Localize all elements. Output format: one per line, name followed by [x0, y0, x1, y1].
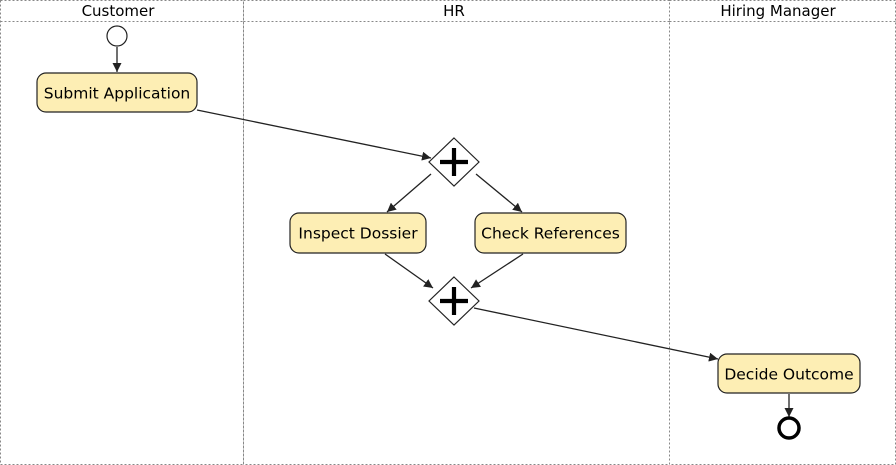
- parallel-gateway-split[interactable]: [428, 137, 480, 187]
- lane-title-customer: Customer: [82, 2, 156, 20]
- lane-customer: Customer: [0, 0, 244, 465]
- flow-split-to-inspect: [386, 173, 432, 213]
- task-inspect-dossier[interactable]: Inspect Dossier: [289, 212, 427, 254]
- lane-hiring-manager: Hiring Manager: [669, 0, 896, 465]
- task-check-references[interactable]: Check References: [474, 212, 627, 254]
- task-submit-application[interactable]: Submit Application: [36, 72, 198, 113]
- flow-join-to-decide: [473, 307, 719, 362]
- task-decide-outcome-box[interactable]: [717, 353, 861, 394]
- sequence-flows: [112, 47, 794, 417]
- task-decide-outcome[interactable]: Decide Outcome: [717, 353, 861, 394]
- flow-split-to-references: [475, 173, 523, 213]
- task-label: Inspect Dossier: [298, 225, 418, 243]
- flow-inspect-to-join: [384, 253, 434, 289]
- end-event[interactable]: [777, 416, 801, 440]
- lane-title-hr: HR: [443, 2, 465, 20]
- task-label: Submit Application: [44, 85, 191, 103]
- lane-hiring-manager-border: [669, 0, 896, 465]
- flow-references-to-join: [470, 253, 524, 289]
- parallel-gateway-join[interactable]: [428, 276, 480, 326]
- lane-title-hiring-manager: Hiring Manager: [720, 2, 836, 20]
- lane-customer-border: [0, 0, 244, 465]
- task-label: Check References: [481, 225, 620, 243]
- start-event[interactable]: [106, 25, 128, 47]
- flow-submit-to-split: [196, 109, 432, 161]
- task-label: Decide Outcome: [724, 366, 853, 384]
- task-inspect-dossier-box[interactable]: [289, 212, 427, 254]
- task-check-references-box[interactable]: [474, 212, 627, 254]
- task-submit-application-box[interactable]: [36, 72, 198, 113]
